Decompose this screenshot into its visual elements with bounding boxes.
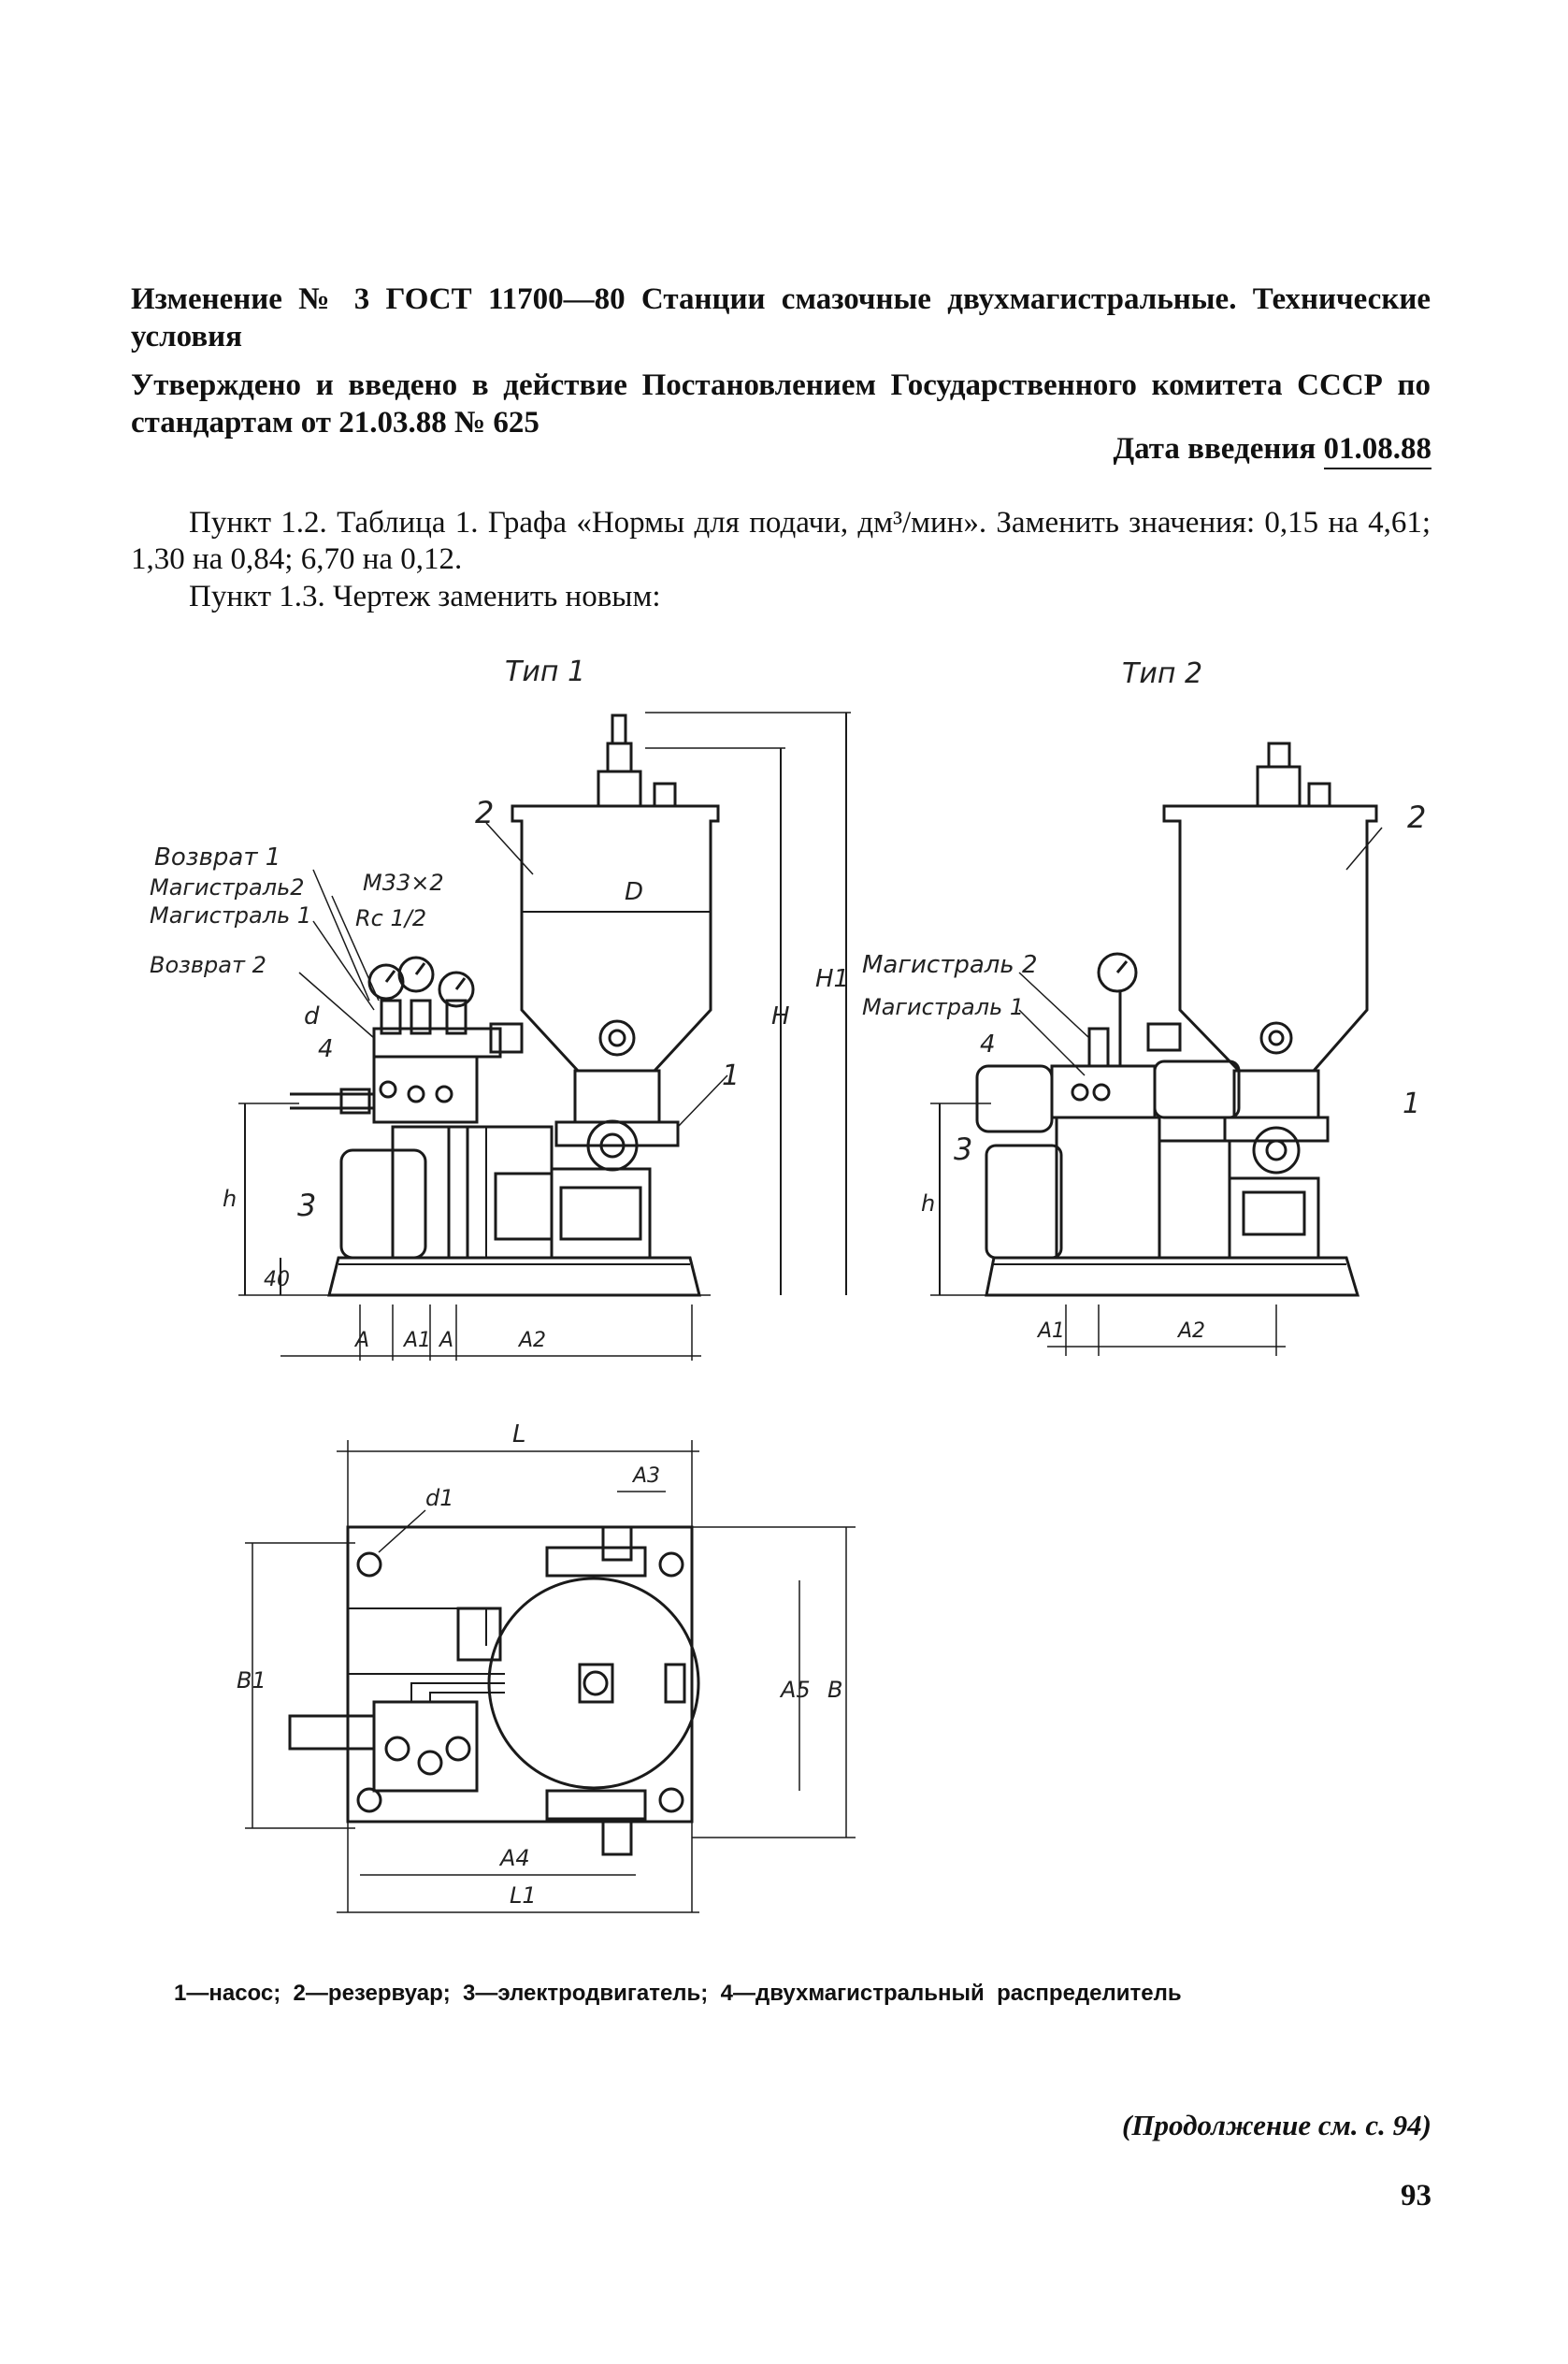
label-L: L: [512, 1420, 526, 1449]
label-t2-n4: 4: [980, 1031, 996, 1059]
label-d: d: [304, 1002, 320, 1031]
label-t2-A2: A2: [1176, 1319, 1205, 1343]
label-main2: Магистраль2: [150, 874, 305, 901]
label-A3: A3: [631, 1464, 660, 1488]
figure-legend: 1—насос; 2—резервуар; 3—электродвигатель…: [174, 1981, 1182, 2006]
paragraph-item-1-2: Пункт 1.2. Таблица 1. Графа «Нормы для п…: [131, 506, 1431, 576]
type2-title: Тип 2: [1122, 657, 1202, 690]
label-return2: Возврат 2: [150, 952, 266, 978]
label-t1-n1: 1: [722, 1059, 740, 1092]
label-t2-n3: 3: [954, 1132, 972, 1167]
t2-reservoir: [1162, 804, 1378, 1073]
label-d1: d1: [425, 1485, 454, 1511]
label-t1-n2: 2: [475, 795, 494, 830]
label-t1-n4: 4: [318, 1035, 334, 1063]
label-t1-A2: A2: [517, 1329, 546, 1352]
label-return1: Возврат 1: [154, 843, 281, 872]
label-B1: B1: [237, 1667, 266, 1694]
label-thread: M33×2: [363, 870, 444, 896]
label-t2-h: h: [921, 1190, 935, 1217]
label-t2-main1: Магистраль 1: [862, 994, 1024, 1020]
date-label: Дата введения: [1113, 432, 1316, 466]
approval-note: Утверждено и введено в действие Постанов…: [131, 368, 1431, 440]
label-rc: Rc 1/2: [355, 905, 426, 931]
effective-date: Дата введения 01.08.88: [1113, 432, 1431, 469]
type1-title: Тип 1: [505, 656, 585, 688]
label-t1-A1: A1: [402, 1329, 431, 1352]
label-A4: A4: [498, 1845, 530, 1871]
document-title: Изменение № 3 ГОСТ 11700—80 Станции смаз…: [131, 282, 1431, 353]
label-L1: L1: [510, 1882, 537, 1909]
label-t1-A: A: [353, 1329, 369, 1352]
label-D: D: [625, 878, 643, 906]
paragraph-item-1-3: Пункт 1.3. Чертеж заменить новым:: [189, 580, 661, 613]
label-40: 40: [264, 1268, 290, 1291]
label-t1-A-2: A: [438, 1329, 453, 1352]
label-t2-A1: A1: [1036, 1319, 1065, 1343]
page-number: 93: [1401, 2179, 1431, 2213]
label-H1: H1: [815, 965, 849, 993]
label-t2-n2: 2: [1407, 800, 1426, 835]
label-H: H: [771, 1002, 790, 1031]
label-t1-h: h: [223, 1186, 237, 1212]
label-t1-n3: 3: [297, 1188, 316, 1223]
continuation-note: (Продолжение см. с. 94): [1122, 2109, 1431, 2141]
label-t2-main2: Магистраль 2: [862, 951, 1038, 979]
label-t2-n1: 1: [1403, 1088, 1420, 1120]
label-main1: Магистраль 1: [150, 902, 311, 929]
label-A5: A5: [779, 1677, 811, 1703]
date-value: 01.08.88: [1323, 432, 1431, 469]
label-B: B: [827, 1677, 842, 1703]
